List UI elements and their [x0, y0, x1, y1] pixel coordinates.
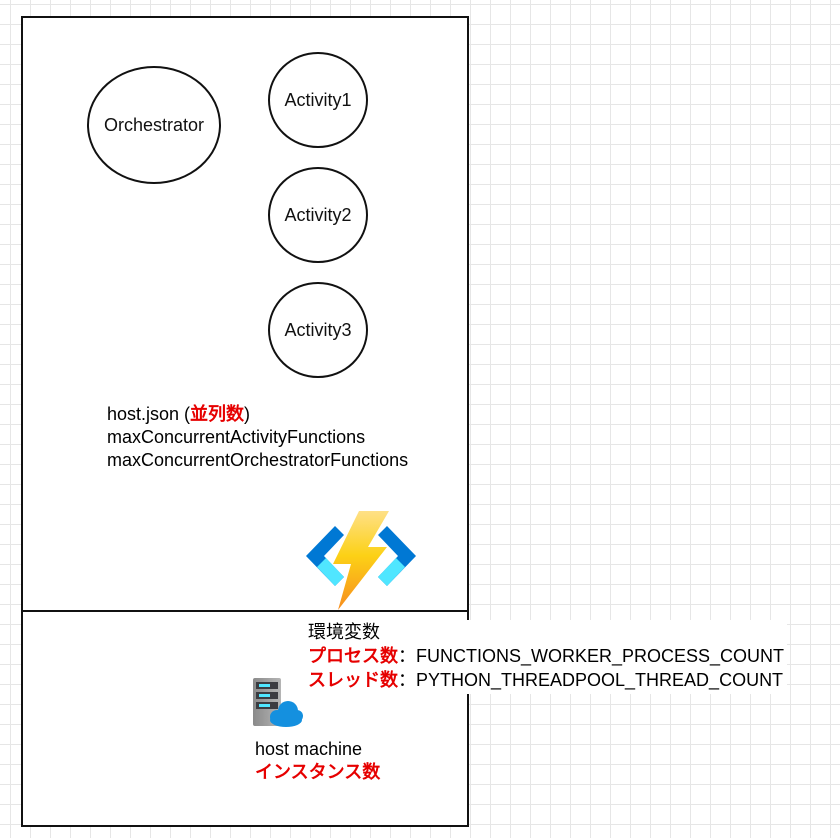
host-machine-label: host machine [255, 739, 363, 759]
process-count-value: ：FUNCTIONS_WORKER_PROCESS_COUNT [398, 646, 785, 666]
host-machine-server-icon [253, 678, 303, 727]
max-concurrent-orchestrator-functions: maxConcurrentOrchestratorFunctions [107, 450, 409, 470]
orchestrator-label: Orchestrator [103, 114, 205, 135]
activity1-label: Activity1 [284, 89, 352, 110]
process-count-row: プロセス数：FUNCTIONS_WORKER_PROCESS_COUNT [308, 644, 784, 668]
parallel-count-label: 並列数 [190, 404, 245, 424]
process-count-label: プロセス数 [308, 646, 398, 666]
instance-count-label: インスタンス数 [255, 762, 381, 782]
environment-variables-note: 環境変数 プロセス数：FUNCTIONS_WORKER_PROCESS_COUN… [305, 620, 788, 694]
orchestrator-node: Orchestrator [87, 66, 221, 184]
thread-count-row: スレッド数：PYTHON_THREADPOOL_THREAD_COUNT [308, 668, 784, 692]
activity3-node: Activity3 [268, 282, 368, 378]
activity3-label: Activity3 [284, 319, 352, 340]
max-concurrent-activity-functions: maxConcurrentActivityFunctions [107, 427, 366, 447]
activity2-label: Activity2 [284, 204, 352, 225]
env-title: 環境変数 [308, 622, 380, 642]
host-json-prefix: host.json ( [107, 404, 191, 424]
thread-count-label: スレッド数 [308, 670, 398, 690]
host-json-suffix: ) [244, 404, 251, 424]
thread-count-value: ：PYTHON_THREADPOOL_THREAD_COUNT [398, 670, 784, 690]
azure-functions-icon [306, 511, 416, 610]
activity1-node: Activity1 [268, 52, 368, 148]
host-machine-note: host machine インスタンス数 [255, 738, 380, 784]
host-json-note: host.json (並列数) maxConcurrentActivityFun… [107, 403, 408, 472]
host-json-title: host.json (並列数) [107, 403, 408, 426]
activity2-node: Activity2 [268, 167, 368, 263]
